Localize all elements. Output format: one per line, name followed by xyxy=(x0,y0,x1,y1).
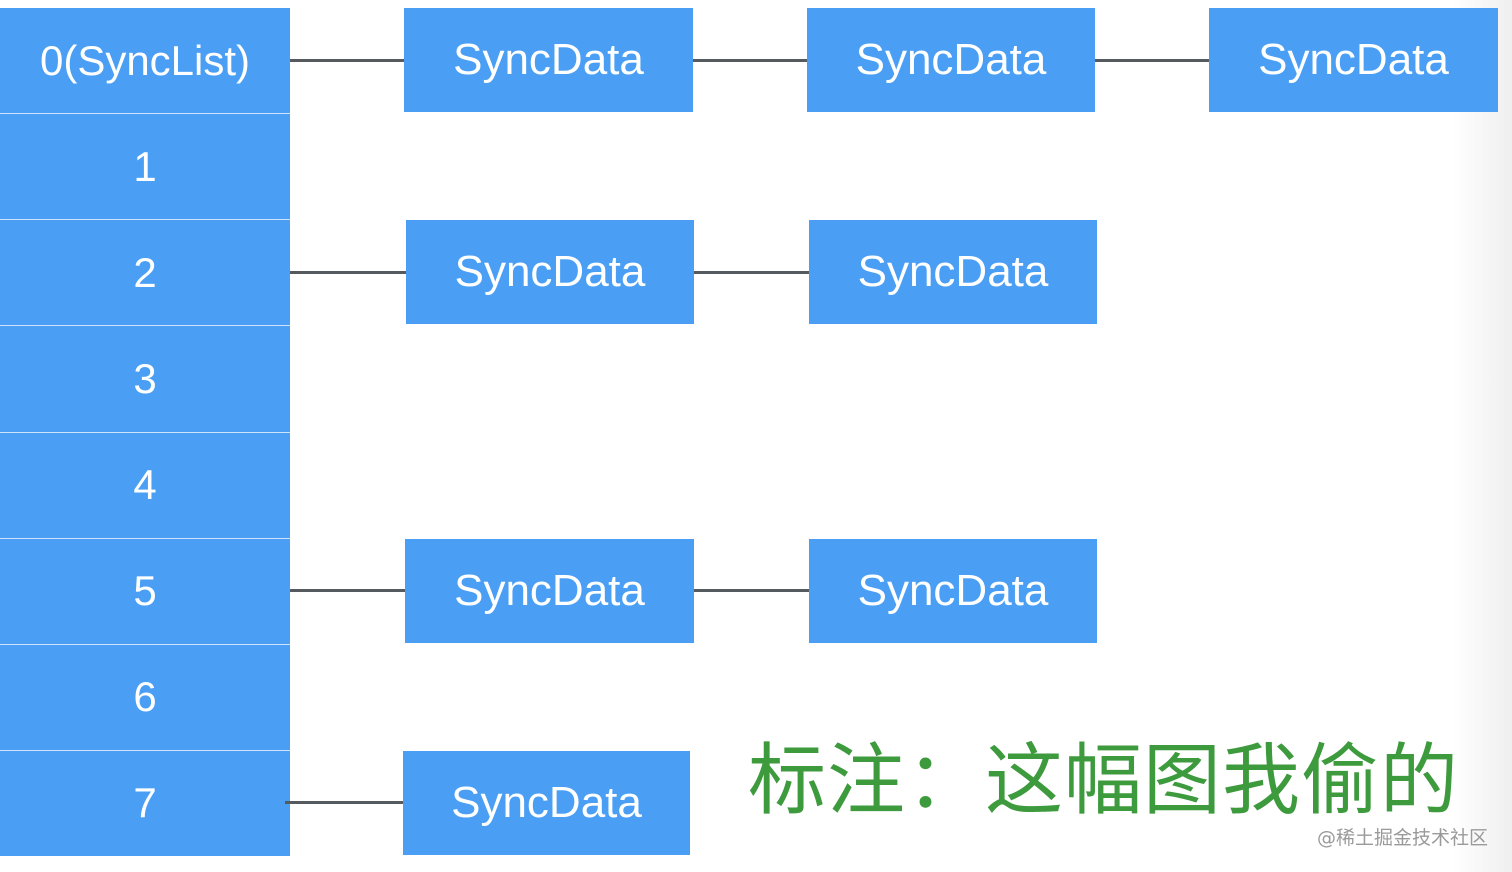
link-5-1 xyxy=(694,589,809,592)
node-0-1: SyncData xyxy=(807,8,1095,112)
link-7-0 xyxy=(285,801,403,804)
page-edge-shade xyxy=(1452,0,1512,872)
node-7-0: SyncData xyxy=(403,751,690,855)
bucket-array: 0(SyncList) 1 2 3 4 5 6 7 xyxy=(0,8,290,856)
bucket-4: 4 xyxy=(0,432,290,539)
bucket-6: 6 xyxy=(0,644,290,751)
node-2-0: SyncData xyxy=(406,220,694,324)
bucket-5: 5 xyxy=(0,538,290,645)
link-2-1 xyxy=(694,271,809,274)
node-0-2: SyncData xyxy=(1209,8,1498,112)
bucket-1: 1 xyxy=(0,114,290,221)
node-2-1: SyncData xyxy=(809,220,1097,324)
node-5-1: SyncData xyxy=(809,539,1097,643)
link-0-2 xyxy=(1095,59,1209,62)
bucket-3: 3 xyxy=(0,326,290,433)
link-2-0 xyxy=(290,271,406,274)
bucket-0: 0(SyncList) xyxy=(0,8,290,115)
watermark-text: @稀土掘金技术社区 xyxy=(1316,827,1488,849)
bucket-7: 7 xyxy=(0,750,290,856)
link-0-0 xyxy=(290,59,404,62)
link-5-0 xyxy=(290,589,406,592)
annotation-note: 标注：这幅图我偷的 xyxy=(748,736,1460,826)
link-0-1 xyxy=(693,59,807,62)
bucket-2: 2 xyxy=(0,220,290,327)
node-0-0: SyncData xyxy=(404,8,693,112)
node-5-0: SyncData xyxy=(405,539,694,643)
